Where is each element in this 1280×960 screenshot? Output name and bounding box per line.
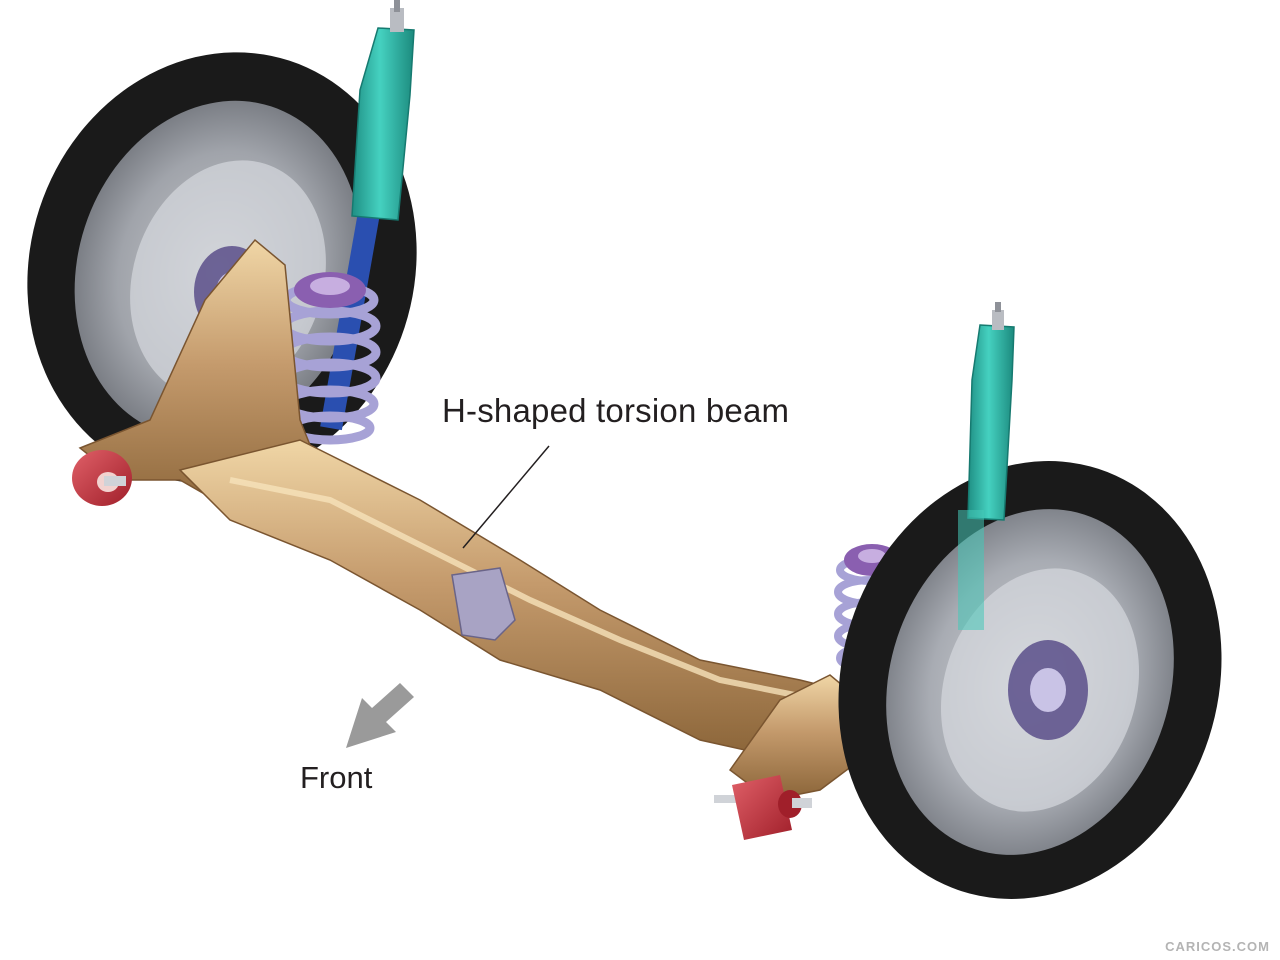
right-shock-absorber: [958, 302, 1015, 630]
front-label: Front: [300, 760, 373, 795]
callout-leader-line: [462, 445, 550, 549]
torsion-beam-label: H-shaped torsion beam: [442, 392, 790, 429]
left-spring-seat: [294, 272, 366, 308]
watermark: CARICOS.COM: [1165, 939, 1270, 954]
left-bushing: [72, 450, 132, 506]
torsion-beam: [78, 238, 861, 801]
front-direction-arrow: [346, 683, 414, 748]
right-wheel: [838, 461, 1222, 899]
right-bushing: [714, 775, 812, 840]
